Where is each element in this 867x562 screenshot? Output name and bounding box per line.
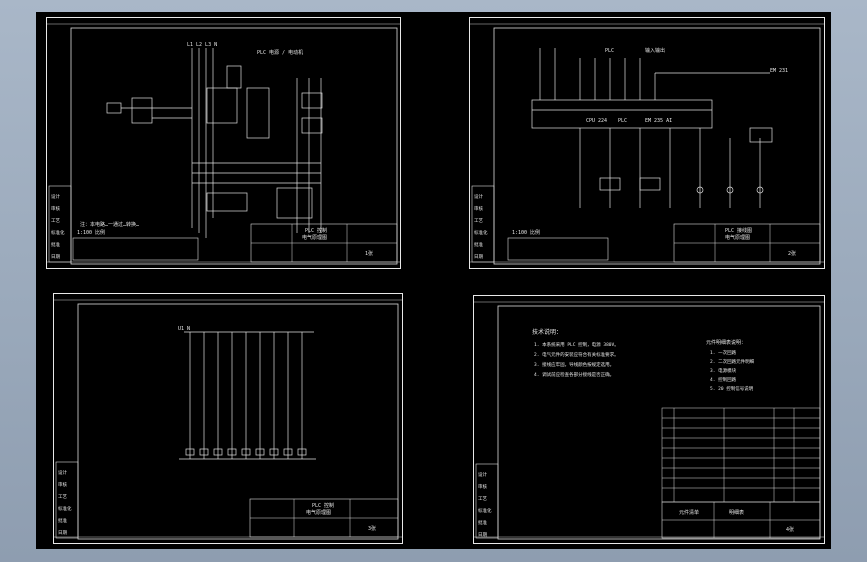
sheet1-top-label-2: PLC 电源 / 电动机 (257, 49, 303, 56)
sheet2-top-label-1: PLC (605, 48, 614, 54)
sheet2-left-cell: 日期 (474, 254, 483, 260)
sheet4-left-cell: 批准 (478, 519, 487, 526)
sheet2-mid-label-2: PLC (618, 118, 627, 124)
sheet1-left-cell: 批准 (51, 241, 60, 248)
sheet3-title: PLC 控制 (312, 502, 334, 509)
sheet2-left-cell: 设计 (474, 193, 483, 200)
sheet1-left-cell: 工艺 (51, 218, 60, 224)
sheet3-title-block: PLC 控制 电气原理图 3张 (249, 498, 399, 538)
sheet2-left-cell: 审核 (474, 205, 483, 212)
sheet2-top-label-3: EM 231 (770, 68, 788, 74)
sheet4-right-note: 3. 电源模块 (710, 367, 737, 374)
sheet1-left-cell: 设计 (51, 193, 60, 200)
sheet1-left-cell: 标准化 (51, 229, 65, 236)
sheet4-heading: 技术说明： (532, 328, 562, 336)
sheet4-title: 元件清单 (679, 509, 699, 516)
sheet3-left-cell: 审核 (58, 481, 67, 488)
sheet2-left-table: 设计 审核 工艺 标准化 批准 日期 (471, 185, 495, 263)
sheet1-code: 1张 (365, 250, 373, 257)
sheet3-left-cell: 日期 (58, 530, 67, 536)
sheet4-right-note: 1. 一次回路 (710, 349, 737, 356)
sheet4-code: 4张 (786, 526, 794, 533)
sheet2-title: PLC 接线图 (725, 227, 752, 234)
sheet-4[interactable]: 技术说明： 1. 本系统采用 PLC 控制，电源 380V。 2. 电气元件的安… (473, 295, 825, 544)
sheet1-subtitle: 电气原理图 (302, 234, 327, 241)
sheet4-note: 3. 接线应牢固，导线颜色按规定选用。 (534, 361, 614, 368)
sheet1-scale: 1:100 比例 (77, 229, 105, 236)
sheet-2[interactable]: PLC 输入输出 EM 231 (469, 17, 825, 269)
sheet3-left-table: 设计 审核 工艺 标准化 批准 日期 (55, 461, 79, 539)
sheet4-parts-table (661, 407, 821, 503)
sheet2-code: 2张 (788, 250, 796, 257)
sheet2-left-cell: 标准化 (474, 229, 488, 236)
sheet1-left-table: 设计 审核 工艺 标准化 批准 日期 (48, 185, 72, 263)
sheet4-right-heading: 元件明细表说明： (706, 339, 746, 346)
sheet4-right-note: 5. 20 控制信号说明 (710, 385, 754, 392)
sheet4-left-table: 设计 审核 工艺 标准化 批准 日期 (475, 463, 499, 539)
sheet2-top-label-2: 输入输出 (645, 47, 665, 54)
sheet-3[interactable]: U1 N (53, 293, 403, 544)
sheet2-mid-label-3: EM 235 AI (645, 118, 672, 124)
sheet1-top-label-1: L1 L2 L3 N (187, 42, 217, 48)
sheet4-right-note: 2. 二次回路元件明细 (710, 358, 755, 365)
sheet2-left-cell: 工艺 (474, 218, 483, 224)
sheet4-note: 4. 调试前应检查各部分接线是否正确。 (534, 371, 614, 378)
sheet1-note: 注：本电路…一通过…转换… (80, 221, 139, 228)
sheet3-subtitle: 电气原理图 (306, 509, 331, 516)
sheet3-left-cell: 标准化 (58, 505, 72, 512)
sheet-1[interactable]: L1 L2 L3 N PLC 电源 / 电动机 (46, 17, 401, 269)
sheet4-left-cell: 日期 (478, 532, 487, 538)
sheet3-left-cell: 设计 (58, 469, 67, 476)
sheet4-note: 2. 电气元件的安装应符合有关标准要求。 (534, 351, 619, 358)
sheet1-title-block: PLC 控制 电气原理图 1张 (250, 223, 398, 263)
sheet4-left-cell: 审核 (478, 483, 487, 490)
sheet2-left-cell: 批准 (474, 241, 483, 248)
sheet4-left-cell: 标准化 (478, 507, 492, 514)
sheet3-left-cell: 工艺 (58, 494, 67, 500)
sheet2-subtitle: 电气原理图 (725, 234, 750, 241)
drawing-canvas[interactable]: L1 L2 L3 N PLC 电源 / 电动机 (36, 12, 831, 549)
sheet3-top-label: U1 N (178, 326, 190, 332)
sheet4-left-cell: 工艺 (478, 496, 487, 502)
sheet4-right-note: 4. 控制回路 (710, 376, 737, 383)
sheet2-title-block: PLC 接线图 电气原理图 2张 (673, 223, 821, 263)
sheet3-left-cell: 批准 (58, 517, 67, 524)
sheet2-scale: 1:100 比例 (512, 229, 540, 236)
sheet4-title-block: 元件清单 明细表 4张 (661, 501, 821, 539)
sheet4-left-cell: 设计 (478, 471, 487, 478)
sheet1-title: PLC 控制 (305, 227, 327, 234)
sheet3-code: 3张 (368, 525, 376, 532)
sheet1-left-cell: 日期 (51, 254, 60, 260)
sheet4-subtitle: 明细表 (729, 509, 744, 516)
sheet4-note: 1. 本系统采用 PLC 控制，电源 380V。 (534, 341, 619, 348)
sheet2-mid-label-1: CPU 224 (586, 118, 607, 124)
sheet1-left-cell: 审核 (51, 205, 60, 212)
